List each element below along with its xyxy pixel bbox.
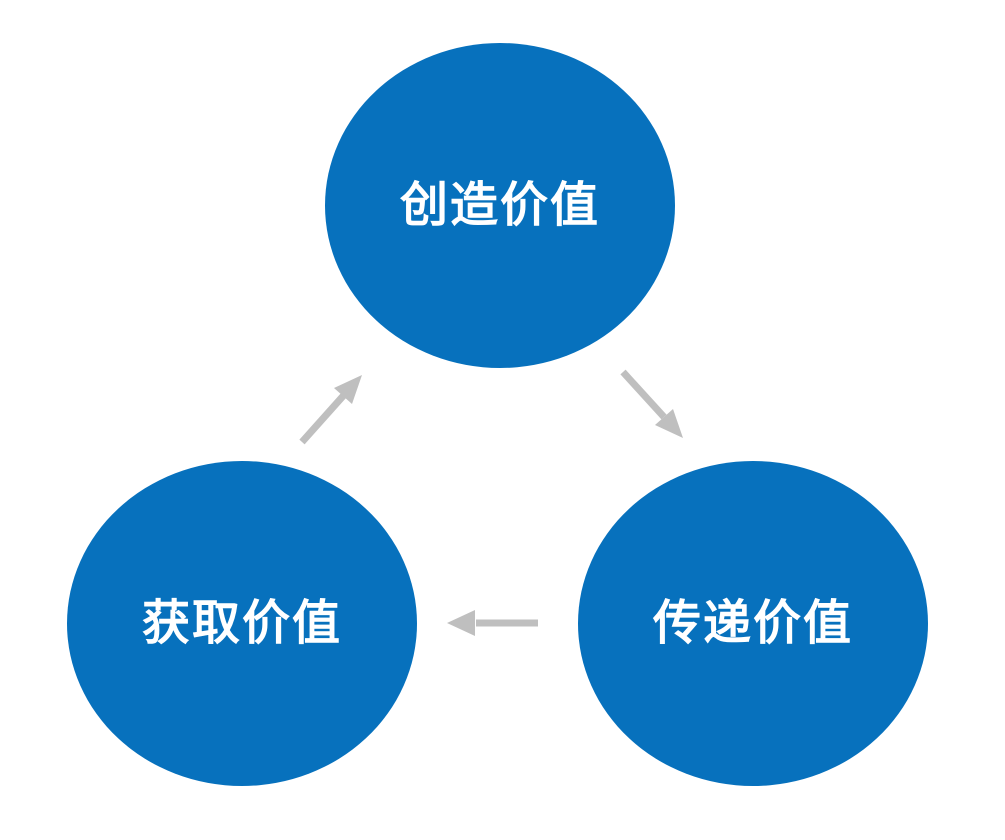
node-create-value-label: 创造价值 bbox=[399, 178, 600, 232]
arrow-head bbox=[447, 610, 475, 636]
arrow-deliver-to-capture-icon bbox=[447, 610, 538, 636]
arrow-capture-to-create-icon bbox=[299, 375, 362, 445]
arrow-shaft bbox=[620, 369, 667, 420]
arrow-head bbox=[334, 375, 362, 404]
node-create-value: 创造价值 bbox=[325, 43, 675, 368]
arrow-head bbox=[655, 409, 683, 438]
node-capture-value-label: 获取价值 bbox=[141, 596, 342, 650]
arrow-shaft bbox=[299, 392, 347, 445]
node-deliver-value-label: 传递价值 bbox=[652, 596, 853, 650]
node-capture-value: 获取价值 bbox=[67, 461, 417, 786]
arrow-create-to-deliver-icon bbox=[620, 369, 683, 438]
node-deliver-value: 传递价值 bbox=[578, 461, 928, 786]
